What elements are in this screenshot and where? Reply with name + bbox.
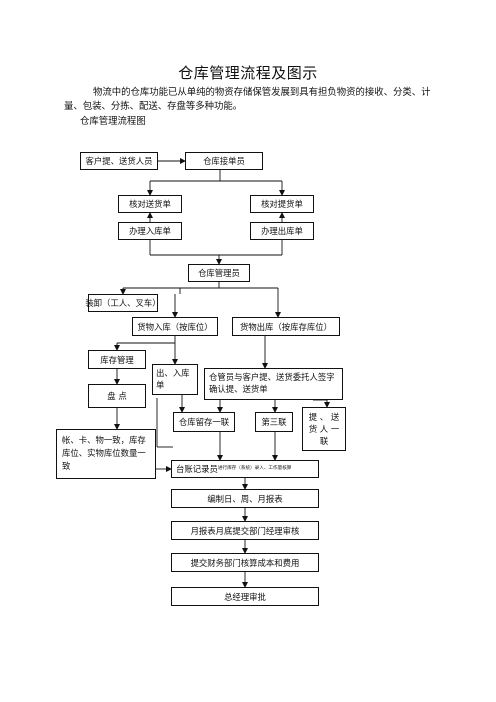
- loading-box: 装卸（工人、叉车）: [85, 294, 161, 312]
- customer-box: 客户提、送货人员: [80, 152, 158, 170]
- retained-copy-box: 仓库留存一联: [173, 412, 235, 432]
- check-pickup-box: 核对提货单: [250, 195, 314, 213]
- confirm-signature-box: 仓管员与客户提、送货委托人签字确认提、送货单: [204, 368, 343, 400]
- inventory-management-box: 库存管理: [88, 350, 146, 369]
- monthly-review-box: 月报表月底提交部门经理审核: [171, 521, 319, 540]
- inbound-doc-box: 办理入库单: [118, 222, 182, 240]
- consistency-check-box: 帐、卡、物一致，库存库位、实物库位数量一致: [56, 429, 156, 479]
- stocktake-box: 盘 点: [88, 384, 146, 408]
- finance-box: 提交财务部门核算成本和费用: [171, 553, 319, 572]
- check-delivery-box: 核对送货单: [118, 195, 182, 213]
- reports-box: 编制日、周、月报表: [171, 489, 319, 508]
- ledger-clerk-note: 进行库存（系统）录入、工作量核算: [217, 466, 292, 471]
- intro-paragraph: 物流中的仓库功能已从单纯的物资存储保管发展到具有担负物资的接收、分类、计量、包装…: [64, 87, 431, 112]
- third-copy-box: 第三联: [255, 412, 293, 432]
- order-receiver-box: 仓库接单员: [185, 152, 263, 170]
- in-out-slip-box: 出、入库单: [152, 364, 198, 395]
- warehouse-manager-box: 仓库管理员: [188, 264, 250, 282]
- page-title: 仓库管理流程及图示: [178, 64, 318, 82]
- flowchart-caption: 仓库管理流程图: [80, 116, 146, 127]
- ledger-clerk-box: 台账记录员 进行库存（系统）录入、工作量核算: [171, 460, 319, 478]
- courier-copy-box: 提 、 送 货 人 一 联: [302, 407, 346, 451]
- goods-out-box: 货物出库（按库存库位）: [232, 317, 340, 336]
- outbound-doc-box: 办理出库单: [250, 222, 314, 240]
- gm-approval-box: 总经理审批: [171, 587, 319, 606]
- ledger-clerk-label: 台账记录员: [176, 464, 218, 474]
- goods-in-box: 货物入库（按库位）: [132, 317, 218, 336]
